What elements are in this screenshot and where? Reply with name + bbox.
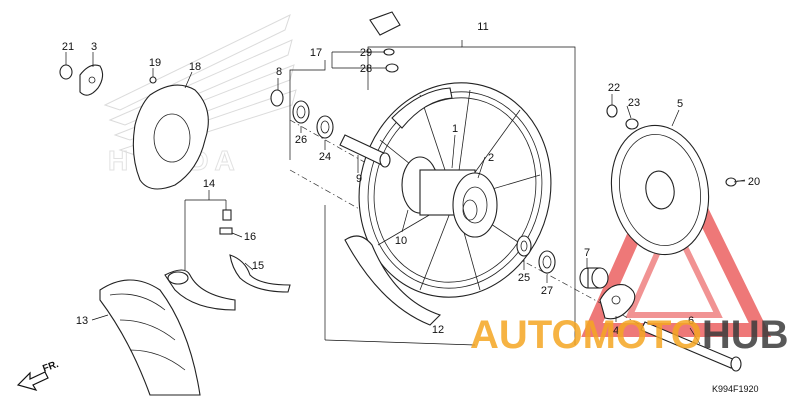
callout-16[interactable]: 16 (244, 231, 256, 243)
callout-19[interactable]: 19 (149, 57, 161, 69)
chain-adjuster-plate[interactable] (599, 284, 636, 320)
callout-18[interactable]: 18 (189, 61, 201, 73)
front-direction-indicator: FR. (16, 359, 60, 391)
callout-1[interactable]: 1 (452, 123, 458, 135)
callout-3[interactable]: 3 (91, 41, 97, 53)
callout-leaders (65, 51, 745, 345)
callout-17[interactable]: 17 (310, 47, 322, 59)
rear-hub[interactable] (401, 156, 498, 238)
svg-text:AUTOMOTOHUB: AUTOMOTOHUB (470, 313, 789, 357)
callout-2[interactable]: 2 (488, 152, 494, 164)
callout-26[interactable]: 26 (295, 134, 307, 146)
callout-12[interactable]: 12 (432, 324, 444, 336)
right-dust-seal[interactable] (538, 250, 556, 274)
distance-collar[interactable] (339, 134, 391, 168)
diagram-code: K994F1920 (712, 384, 759, 394)
rim-band-strip[interactable] (344, 87, 453, 326)
front-direction-arrow-icon (16, 371, 49, 391)
inner-tube[interactable] (164, 269, 236, 311)
callout-24[interactable]: 24 (319, 151, 331, 163)
automotohub-watermark-text: AUTOMOTOHUB (470, 313, 789, 357)
callout-numbers: 1 2 3 4 5 6 7 8 9 10 11 12 13 14 15 16 1… (62, 21, 760, 337)
callout-25[interactable]: 25 (518, 272, 530, 284)
callout-27[interactable]: 27 (541, 285, 553, 297)
callout-29[interactable]: 29 (360, 47, 372, 59)
callout-22[interactable]: 22 (608, 82, 620, 94)
watermark-auto: AUTO (470, 313, 583, 357)
rear-tire[interactable] (99, 279, 201, 396)
watermark-moto: MOTO (583, 313, 702, 357)
sprocket-washer[interactable] (625, 118, 639, 130)
watermark-hub: HUB (702, 313, 789, 357)
callout-11[interactable]: 11 (477, 21, 488, 33)
sprocket-bolt[interactable] (725, 177, 746, 187)
left-dust-seal[interactable] (292, 100, 310, 124)
callout-28[interactable]: 28 (360, 63, 372, 75)
disc-cover-plate[interactable] (79, 64, 104, 96)
callout-10[interactable]: 10 (395, 235, 407, 247)
tire-valve-assembly[interactable] (369, 11, 401, 73)
nut-21[interactable] (59, 64, 73, 80)
callout-5[interactable]: 5 (677, 98, 683, 110)
callout-9[interactable]: 9 (356, 173, 362, 185)
assembly-frame-lines (289, 40, 576, 346)
automotohub-triangle-watermark (581, 133, 772, 337)
rear-brake-disc[interactable] (132, 84, 209, 190)
driven-sprocket[interactable] (601, 118, 718, 263)
callout-23[interactable]: 23 (628, 97, 640, 109)
callout-6[interactable]: 6 (688, 315, 694, 327)
disc-bolt[interactable] (149, 76, 157, 84)
right-bearing[interactable] (516, 235, 532, 257)
callout-21[interactable]: 21 (62, 41, 74, 53)
left-side-collar[interactable] (270, 89, 284, 107)
front-direction-label: FR. (41, 359, 60, 375)
rear-axle[interactable] (640, 321, 742, 372)
callout-15[interactable]: 15 (252, 260, 264, 272)
sprocket-nut[interactable] (606, 104, 618, 118)
rim-band[interactable] (229, 254, 291, 293)
callout-13[interactable]: 13 (76, 315, 88, 327)
callout-20[interactable]: 20 (748, 176, 760, 188)
side-collar[interactable] (579, 267, 609, 289)
callout-14[interactable]: 14 (203, 178, 215, 190)
spoke-nipple[interactable] (219, 209, 233, 235)
callout-8[interactable]: 8 (276, 66, 282, 78)
callout-7[interactable]: 7 (584, 247, 590, 259)
callout-4[interactable]: 4 (613, 325, 619, 337)
left-bearing[interactable] (316, 115, 334, 139)
